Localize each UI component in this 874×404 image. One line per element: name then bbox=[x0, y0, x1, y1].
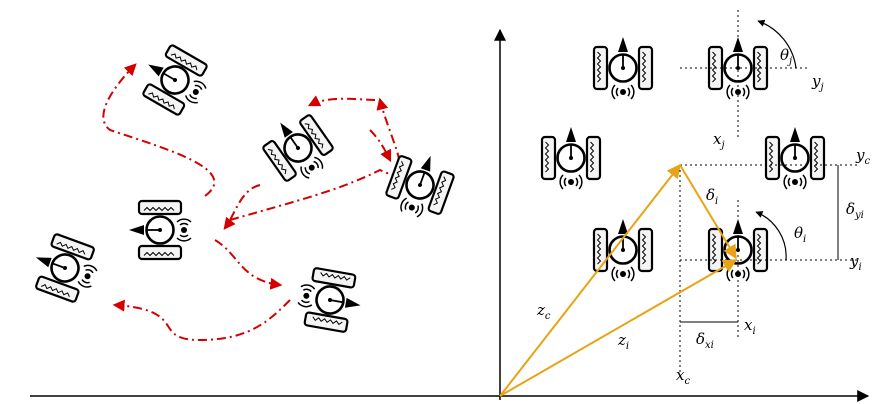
link-4 bbox=[369, 129, 392, 163]
robot-left-5 bbox=[24, 228, 106, 308]
link-6 bbox=[112, 299, 291, 342]
offset-brackets bbox=[680, 165, 839, 323]
vector-zc bbox=[499, 163, 681, 397]
label-y-i: yi bbox=[849, 252, 862, 273]
label-x-j: xj bbox=[713, 130, 725, 151]
label-z-i: zi bbox=[617, 331, 629, 352]
reference-lines bbox=[679, 10, 860, 380]
label-x-c: xc bbox=[676, 366, 690, 387]
label-delta-i: δi bbox=[706, 186, 718, 207]
link-2 bbox=[229, 97, 402, 221]
vector-zi bbox=[499, 259, 738, 397]
position-vectors bbox=[499, 163, 738, 397]
communication-links bbox=[102, 63, 402, 342]
vector-delta-i bbox=[679, 164, 737, 260]
label-delta-xi: δxi bbox=[696, 330, 714, 351]
robot-right-4 bbox=[592, 217, 654, 283]
robot-left-4 bbox=[127, 199, 193, 261]
robot-left-1 bbox=[132, 38, 218, 122]
robot-right-2 bbox=[540, 125, 602, 191]
label-delta-yi: δyi bbox=[846, 200, 864, 221]
link-7 bbox=[223, 184, 261, 230]
label-theta-i: θi bbox=[794, 224, 806, 245]
label-z-c: zc bbox=[536, 301, 551, 322]
label-y-c: yc bbox=[855, 146, 870, 167]
math-labels: θj yj xj yc δi δyi θi yi xi δxi zc zi xc bbox=[536, 46, 870, 387]
label-y-j: yj bbox=[811, 72, 824, 93]
link-1 bbox=[102, 63, 216, 197]
link-3 bbox=[307, 95, 376, 107]
robot-left-3 bbox=[380, 144, 460, 226]
axes bbox=[30, 28, 870, 402]
angle-arcs bbox=[755, 19, 797, 261]
robots-right bbox=[540, 35, 826, 283]
robots-left bbox=[24, 38, 460, 336]
robot-right-3 bbox=[764, 125, 826, 191]
robot-left-6 bbox=[293, 264, 367, 336]
label-x-i: xi bbox=[744, 316, 756, 337]
robot-left-2 bbox=[255, 104, 341, 192]
robot-right-1 bbox=[592, 35, 654, 101]
label-theta-j: θj bbox=[780, 46, 792, 67]
link-5 bbox=[214, 239, 283, 290]
